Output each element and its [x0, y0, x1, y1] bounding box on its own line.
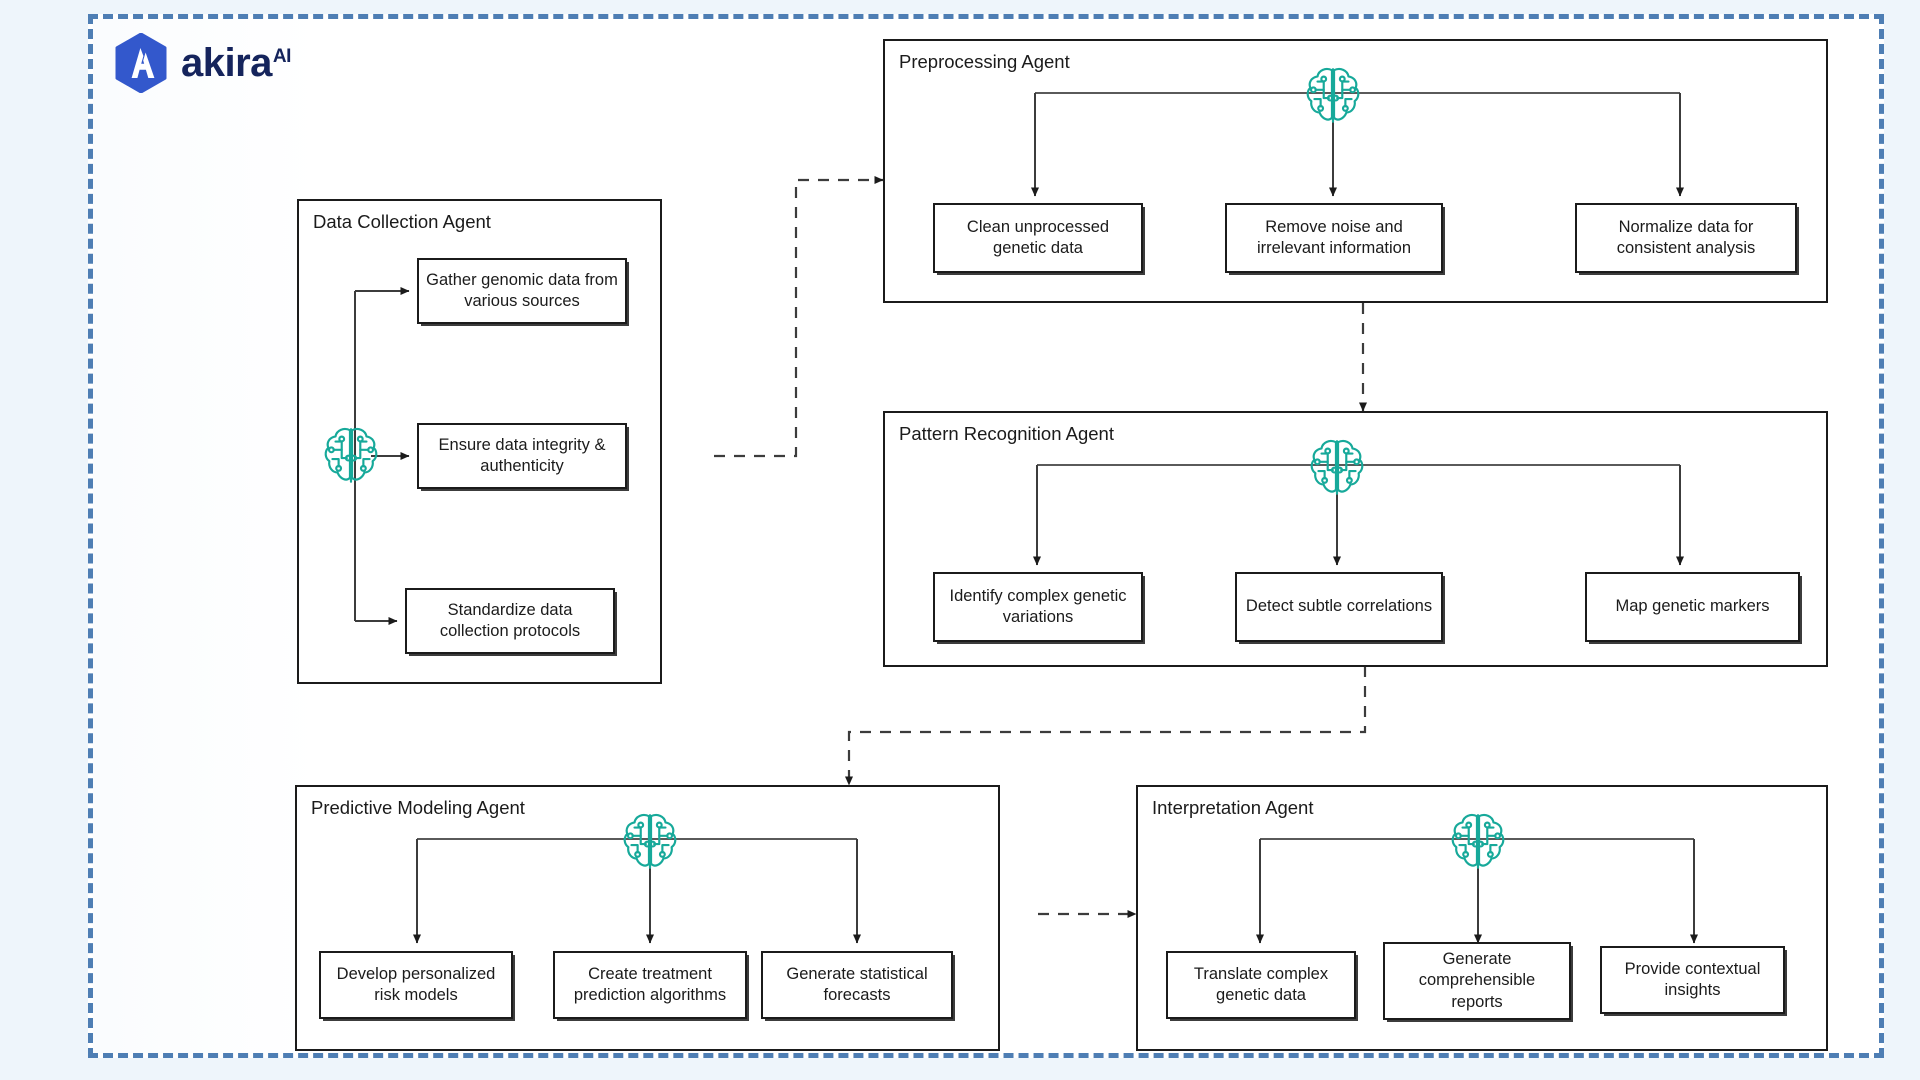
task-box[interactable]: Develop personalized risk models	[319, 951, 513, 1019]
brand-wordmark: akiraAI	[181, 43, 291, 83]
brain-circuit-icon	[1306, 67, 1360, 123]
task-box[interactable]: Normalize data for consistent analysis	[1575, 203, 1797, 273]
akira-hexagon-logo-icon	[115, 33, 167, 93]
agent-group-predictive-modeling[interactable]: Predictive Modeling Agent	[295, 785, 1000, 1051]
brand-name: akira	[181, 41, 272, 85]
agent-title-predictive-modeling: Predictive Modeling Agent	[311, 797, 525, 818]
task-box[interactable]: Gather genomic data from various sources	[417, 258, 627, 324]
task-box[interactable]: Generate comprehensible reports	[1383, 942, 1571, 1020]
agent-group-preprocessing[interactable]: Preprocessing Agent	[883, 39, 1828, 303]
task-box[interactable]: Ensure data integrity & authenticity	[417, 423, 627, 489]
agent-title-preprocessing: Preprocessing Agent	[899, 51, 1070, 72]
agent-title-pattern-recognition: Pattern Recognition Agent	[899, 423, 1114, 444]
task-box[interactable]: Provide contextual insights	[1600, 946, 1785, 1014]
task-box[interactable]: Generate statistical forecasts	[761, 951, 953, 1019]
agent-group-data-collection[interactable]: Data Collection Agent	[297, 199, 662, 684]
task-box[interactable]: Translate complex genetic data	[1166, 951, 1356, 1019]
brain-circuit-icon	[1451, 813, 1505, 869]
dashed-outer-frame: akiraAI Data Collection	[88, 14, 1884, 1058]
flow-data-collection-to-preprocessing	[714, 176, 884, 458]
brain-circuit-icon	[1310, 439, 1364, 495]
agent-group-interpretation[interactable]: Interpretation Agent	[1136, 785, 1828, 1051]
task-box[interactable]: Create treatment prediction algorithms	[553, 951, 747, 1019]
flow-pattern-recognition-to-predictive-modeling	[845, 666, 1367, 786]
task-box[interactable]: Map genetic markers	[1585, 572, 1800, 642]
agent-group-pattern-recognition[interactable]: Pattern Recognition Agent	[883, 411, 1828, 667]
logo-backdrop	[93, 19, 319, 1053]
task-box[interactable]: Clean unprocessed genetic data	[933, 203, 1143, 273]
task-box[interactable]: Standardize data collection protocols	[405, 588, 615, 654]
brand-logo: akiraAI	[113, 33, 291, 93]
task-box[interactable]: Remove noise and irrelevant information	[1225, 203, 1443, 273]
brain-circuit-icon	[623, 813, 677, 869]
task-box[interactable]: Detect subtle correlations	[1235, 572, 1443, 642]
agent-title-data-collection: Data Collection Agent	[313, 211, 491, 232]
agent-title-interpretation: Interpretation Agent	[1152, 797, 1314, 818]
brain-circuit-icon	[324, 427, 378, 483]
task-box[interactable]: Identify complex genetic variations	[933, 572, 1143, 642]
brand-superscript: AI	[272, 45, 292, 67]
